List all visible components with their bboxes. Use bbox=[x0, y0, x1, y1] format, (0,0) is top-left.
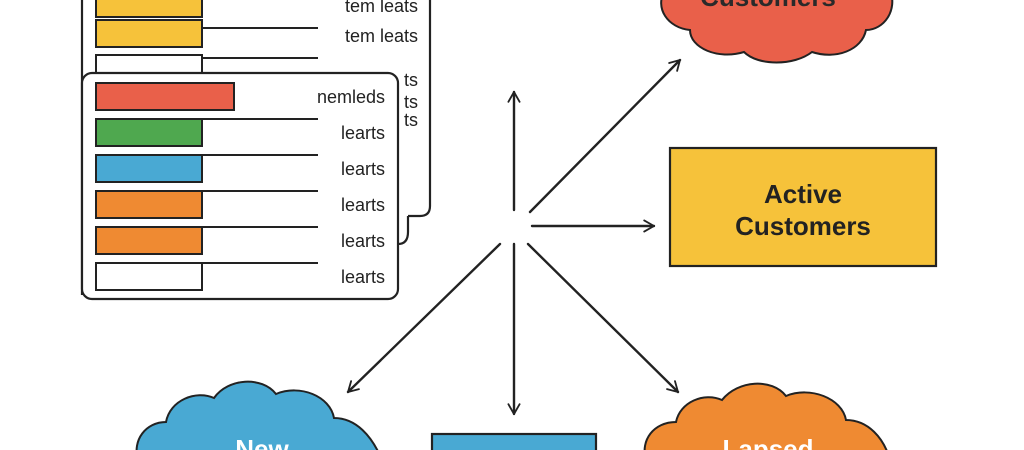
active-customers-label-line1: Active bbox=[764, 179, 842, 209]
front-list-label: learts bbox=[341, 267, 385, 287]
front-list-row: learts bbox=[95, 154, 385, 183]
customers-cloud-label: Customers bbox=[700, 0, 836, 12]
back-list-label: tem leats bbox=[345, 0, 418, 16]
front-list-swatch bbox=[95, 154, 203, 183]
front-list-row: learts bbox=[95, 226, 385, 255]
new-customers-cloud-label: New bbox=[235, 434, 289, 450]
front-list-row: nemleds bbox=[95, 82, 385, 111]
front-list-row: learts bbox=[95, 190, 385, 219]
front-list-label: learts bbox=[341, 231, 385, 251]
arrow-to-customers bbox=[528, 58, 682, 214]
active-customers-label-line2: Customers bbox=[735, 211, 871, 241]
customers-cloud-node: Customers bbox=[660, 0, 894, 64]
back-list-fragment: ts bbox=[404, 92, 418, 112]
lapsed-customers-cloud-node: Lapsed bbox=[643, 382, 888, 450]
front-list-label: learts bbox=[341, 195, 385, 215]
front-list-row: learts bbox=[95, 262, 385, 291]
active-customers-box bbox=[668, 146, 938, 268]
back-list-label: tem leats bbox=[345, 26, 418, 46]
lapsed-customers-cloud-shape bbox=[643, 382, 888, 450]
arrow-to-lapsed bbox=[526, 242, 680, 394]
front-list-swatch bbox=[95, 82, 235, 111]
customers-cloud-shape bbox=[660, 0, 894, 64]
arrow-to-new bbox=[346, 242, 502, 394]
front-list-card: nemleds learts learts learts learts learts bbox=[80, 71, 400, 301]
front-list-row: learts bbox=[95, 118, 385, 147]
front-list-label: learts bbox=[341, 159, 385, 179]
front-list-swatch bbox=[95, 190, 203, 219]
front-list-swatch bbox=[95, 118, 203, 147]
back-list-fragment: ts bbox=[404, 110, 418, 130]
front-list-label: learts bbox=[341, 123, 385, 143]
back-list-inner-edge bbox=[397, 216, 410, 246]
back-list-row: tem leats bbox=[95, 0, 418, 29]
front-list-swatch bbox=[95, 262, 203, 291]
lapsed-customers-cloud-label: Lapsed bbox=[722, 434, 813, 450]
back-list-swatch bbox=[95, 0, 203, 18]
new-customers-cloud-node: New bbox=[135, 380, 379, 450]
back-list-fragment: ts bbox=[404, 70, 418, 90]
back-list-swatch bbox=[95, 19, 203, 48]
front-list-swatch bbox=[95, 226, 203, 255]
front-list-label: nemleds bbox=[317, 87, 385, 107]
back-list-row: tem leats bbox=[95, 19, 418, 59]
bottom-blue-box bbox=[430, 432, 598, 450]
front-list-rows: nemleds learts learts learts learts learts bbox=[95, 82, 385, 291]
active-customers-node: Active Customers bbox=[668, 146, 938, 268]
hub-arrows bbox=[346, 58, 682, 416]
new-customers-cloud-shape bbox=[135, 380, 379, 450]
bottom-node bbox=[430, 432, 598, 450]
